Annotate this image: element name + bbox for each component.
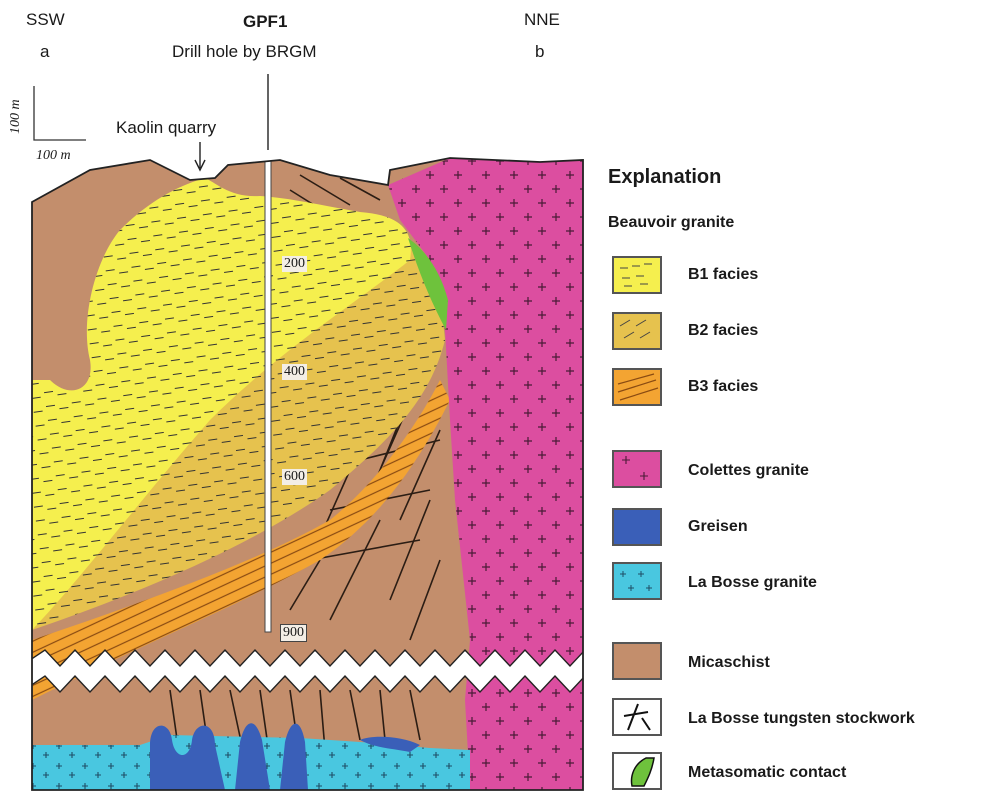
depth-label-600: 600 [282, 469, 307, 485]
depth-label-400: 400 [282, 364, 307, 380]
legend-title: Explanation [608, 166, 721, 189]
depth-label-200: 200 [282, 256, 307, 272]
swatch-b2 [612, 312, 662, 350]
legend-label-la-bosse: La Bosse granite [688, 574, 817, 592]
swatch-b1 [612, 256, 662, 294]
legend-label-metasomatic: Metasomatic contact [688, 764, 846, 782]
swatch-la-bosse [612, 562, 662, 600]
swatch-metasomatic [612, 752, 662, 790]
legend-label-b3: B3 facies [688, 378, 758, 396]
legend-label-colettes: Colettes granite [688, 462, 809, 480]
cross-section [0, 0, 600, 801]
swatch-colettes [612, 450, 662, 488]
legend-label-b2: B2 facies [688, 322, 758, 340]
legend-label-stockwork: La Bosse tungsten stockwork [688, 710, 915, 728]
swatch-stockwork [612, 698, 662, 736]
swatch-micaschist [612, 642, 662, 680]
legend-label-b1: B1 facies [688, 266, 758, 284]
depth-label-900: 900 [280, 624, 307, 642]
legend-label-micaschist: Micaschist [688, 654, 770, 672]
legend-subtitle: Beauvoir granite [608, 214, 734, 232]
legend-label-greisen: Greisen [688, 518, 748, 536]
swatch-greisen [612, 508, 662, 546]
swatch-b3 [612, 368, 662, 406]
